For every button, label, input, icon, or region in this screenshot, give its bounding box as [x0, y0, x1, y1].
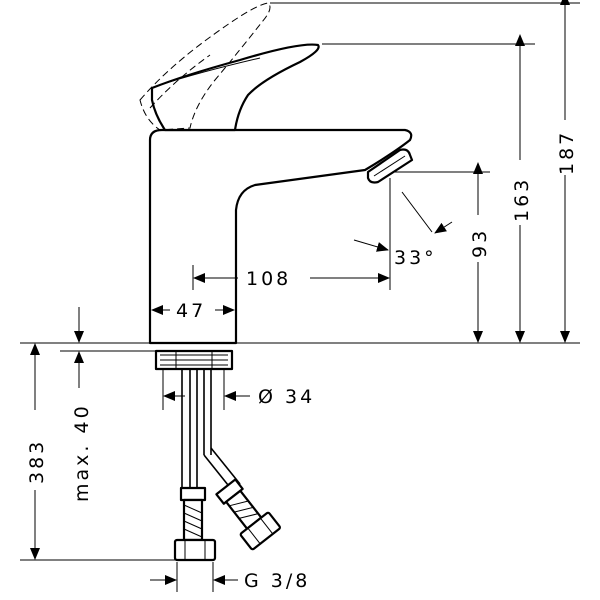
- dim-total-height: 187: [556, 130, 578, 175]
- dim-hose-length: 383: [26, 439, 48, 484]
- dim-shank-diameter: Ø 34: [258, 386, 315, 408]
- dim-spray-angle: 33°: [394, 247, 437, 269]
- supply-hoses: [173, 369, 281, 562]
- dim-projection: 108: [246, 268, 291, 290]
- lever-raised-outline: [139, 2, 271, 131]
- dim-spout-top-height: 163: [511, 177, 533, 222]
- faucet-body: [148, 128, 413, 345]
- dim-max-countertop: max. 40: [71, 403, 93, 502]
- dim-connection-thread: G 3/8: [244, 570, 310, 592]
- dim-body-width: 47: [176, 300, 206, 322]
- lever-handle: [150, 43, 320, 132]
- dim-spout-outlet-height: 93: [469, 228, 491, 258]
